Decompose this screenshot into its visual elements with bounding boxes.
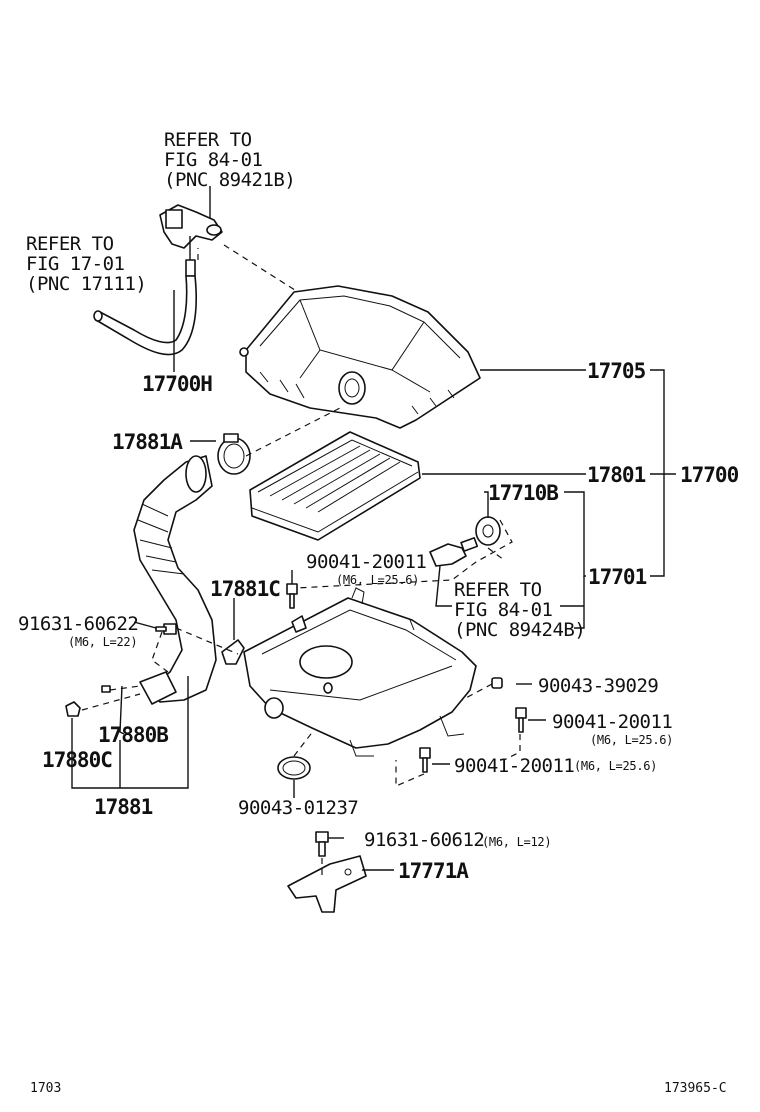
ref-b-line1: REFER TO [26,233,114,255]
label-17881a: 17881A [112,430,183,454]
label-17700: 17700 [680,463,739,487]
air-cleaner-case-drawing [243,587,477,757]
label-17700h: 17700H [142,372,212,396]
intake-hose-drawing [133,455,217,705]
ref-c-line1: REFER TO [454,579,542,601]
label-17710b: 17710B [488,481,558,505]
label-91631-60622: 91631-60622 [18,613,138,635]
hose-17700h-drawing [93,259,197,356]
label-90041-20011-c: 90041-20011 [454,755,574,777]
label-17880b: 17880B [98,723,168,747]
ref-a-line3: (PNC 89421B) [164,169,295,191]
label-17801: 17801 [587,463,646,487]
filter-element-drawing [249,431,421,541]
label-90043-39029: 90043-39029 [538,675,658,697]
bolt-drawings [65,583,527,857]
label-17705: 17705 [587,359,646,383]
spec-90041-20011-a: (M6, L=25.6) [336,573,419,587]
ref-a-line1: REFER TO [164,129,252,151]
label-17701: 17701 [588,565,647,589]
reference-a: REFER TO FIG 84-01 (PNC 89421B) [164,129,296,191]
label-90041-20011-a: 90041-20011 [306,551,426,573]
spec-91631-60622: (M6, L=22) [68,635,137,649]
label-17771a: 17771A [398,859,469,883]
o-ring-drawing [277,756,311,780]
ref-b-line3: (PNC 17111) [26,273,146,295]
bracket-17771a-drawing [287,855,367,913]
reference-c: REFER TO FIG 84-01 (PNC 89424B) [454,579,586,641]
label-90043-01237: 90043-01237 [238,797,358,819]
footer-right-code: 173965-C [664,1081,727,1096]
grommet-17710b-drawing [475,516,501,546]
label-17881c: 17881C [210,577,280,601]
air-flow-sensor-drawing [159,204,223,262]
clamp-17881a-drawing [217,433,251,475]
reference-b: REFER TO FIG 17-01 (PNC 17111) [26,233,147,295]
spec-90041-20011-c: (M6, L=25.6) [574,759,657,773]
spec-91631-60612: (M6, L=12) [482,835,551,849]
air-cleaner-cap-drawing [239,285,481,429]
label-17880c: 17880C [42,748,112,772]
spec-90041-20011-b: (M6, L=25.6) [590,733,673,747]
label-17881: 17881 [94,795,153,819]
ref-b-line2: FIG 17-01 [26,253,125,275]
intake-temp-sensor-drawing [429,537,479,567]
ref-c-line3: (PNC 89424B) [454,619,585,641]
label-91631-60612: 91631-60612 [364,829,484,851]
label-90041-20011-b: 90041-20011 [552,711,672,733]
ref-c-line2: FIG 84-01 [454,599,553,621]
ref-a-line2: FIG 84-01 [164,149,263,171]
clamp-17881c-drawing [221,639,245,665]
footer-left-code: 1703 [30,1081,61,1096]
leader-lines [71,186,676,880]
